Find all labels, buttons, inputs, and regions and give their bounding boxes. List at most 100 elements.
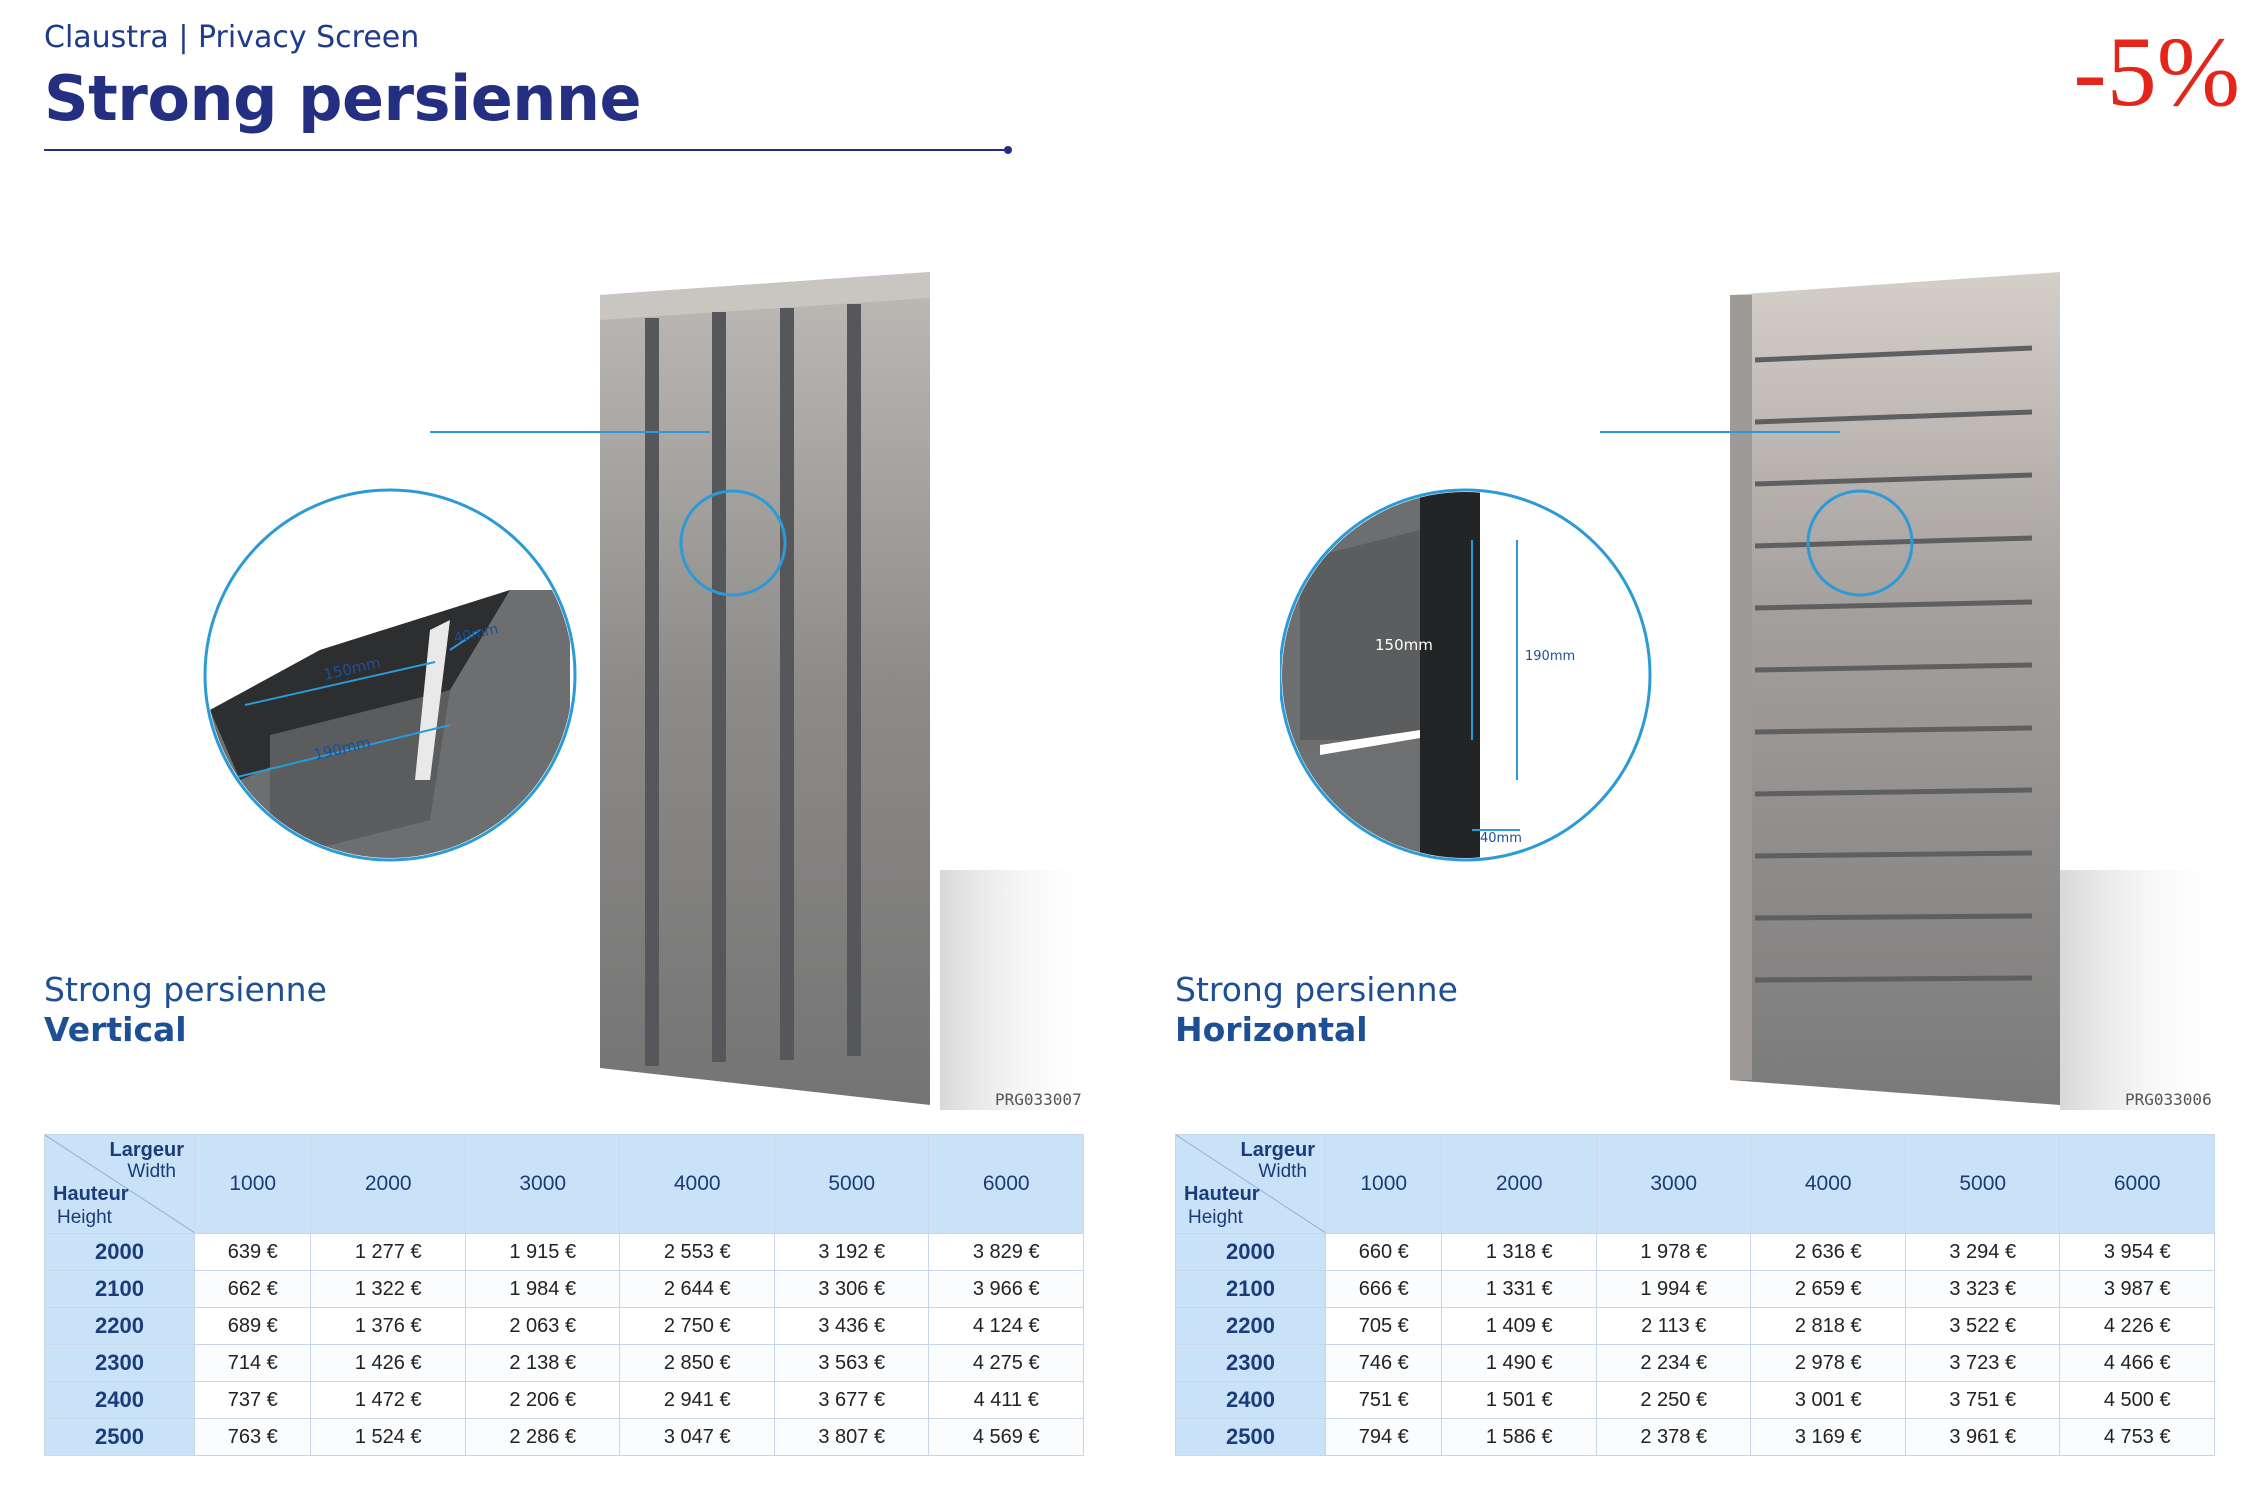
price-cell: 1 331 €: [1441, 1270, 1597, 1308]
row-header-height: 2200: [44, 1307, 195, 1345]
price-cell: 3 677 €: [773, 1381, 930, 1419]
price-cell: 1 984 €: [464, 1270, 621, 1308]
product-ref-code: PRG033007: [995, 1090, 1082, 1109]
price-cell: 737 €: [193, 1381, 312, 1419]
discount-badge: -5%: [2073, 16, 2240, 127]
price-cell: 2 750 €: [619, 1307, 775, 1345]
price-cell: 4 569 €: [928, 1418, 1084, 1456]
price-cell: 2 636 €: [1750, 1233, 1906, 1271]
price-cell: 3 436 €: [773, 1307, 930, 1345]
price-cell: 2 138 €: [464, 1344, 621, 1382]
product-ref-code: PRG033006: [2125, 1090, 2212, 1109]
horizontal-panel-illustration: 150mm 190mm 40mm: [1280, 272, 2230, 1110]
product-name: Strong persienne: [1175, 970, 1458, 1009]
corner-height: Height: [1188, 1207, 1243, 1228]
price-table-horizontal: Largeur Width Hauteur Height 1000 2000 3…: [1175, 1134, 2215, 1456]
price-cell: 3 961 €: [1904, 1418, 2061, 1456]
price-cell: 2 206 €: [464, 1381, 621, 1419]
price-cell: 4 466 €: [2059, 1344, 2215, 1382]
product-name: Strong persienne: [44, 970, 327, 1009]
price-cell: 1 490 €: [1441, 1344, 1597, 1382]
column-header: 4000: [1750, 1134, 1906, 1234]
price-cell: 689 €: [193, 1307, 312, 1345]
column-header: 2000: [1441, 1134, 1597, 1234]
column-header: 3000: [464, 1134, 621, 1234]
price-cell: 1 376 €: [310, 1307, 466, 1345]
price-cell: 1 277 €: [310, 1233, 466, 1271]
price-cell: 2 659 €: [1750, 1270, 1906, 1308]
row-header-height: 2400: [44, 1381, 195, 1419]
price-cell: 1 426 €: [310, 1344, 466, 1382]
price-cell: 3 323 €: [1904, 1270, 2061, 1308]
product-label-vertical: Strong persienne Vertical: [44, 970, 327, 1049]
vertical-slot: [645, 318, 659, 1066]
corner-hauteur: Hauteur: [53, 1183, 129, 1205]
price-cell: 1 915 €: [464, 1233, 621, 1271]
price-cell: 639 €: [193, 1233, 312, 1271]
price-cell: 1 322 €: [310, 1270, 466, 1308]
price-cell: 3 294 €: [1904, 1233, 2061, 1271]
price-cell: 3 807 €: [773, 1418, 930, 1456]
corner-width: Width: [1258, 1161, 1307, 1182]
price-cell: 763 €: [193, 1418, 312, 1456]
dim-label-c: 40mm: [1480, 831, 1522, 846]
price-cell: 2 644 €: [619, 1270, 775, 1308]
row-header-height: 2300: [44, 1344, 195, 1382]
column-header: 5000: [1904, 1134, 2061, 1234]
price-cell: 2 063 €: [464, 1307, 621, 1345]
dim-label-b: 190mm: [1525, 649, 1575, 664]
column-header: 2000: [310, 1134, 466, 1234]
price-cell: 3 829 €: [928, 1233, 1084, 1271]
row-header-height: 2400: [1175, 1381, 1326, 1419]
header-divider: [44, 149, 1009, 151]
price-cell: 2 286 €: [464, 1418, 621, 1456]
vertical-slot: [847, 304, 861, 1056]
page-title: Strong persienne: [44, 62, 642, 135]
column-header: 1000: [193, 1134, 312, 1234]
corner-largeur: Largeur: [1240, 1139, 1315, 1161]
panel-shadow: [940, 870, 1100, 1110]
vertical-slot: [712, 312, 726, 1062]
column-header: 1000: [1324, 1134, 1443, 1234]
corner-width: Width: [127, 1161, 176, 1182]
price-cell: 3 751 €: [1904, 1381, 2061, 1419]
price-cell: 3 563 €: [773, 1344, 930, 1382]
corner-largeur: Largeur: [109, 1139, 184, 1161]
price-cell: 660 €: [1324, 1233, 1443, 1271]
price-cell: 2 553 €: [619, 1233, 775, 1271]
horizontal-slots: [1754, 345, 2033, 983]
price-cell: 1 994 €: [1595, 1270, 1752, 1308]
price-cell: 2 234 €: [1595, 1344, 1752, 1382]
column-header: 4000: [619, 1134, 775, 1234]
vertical-panel-illustration: 150mm 190mm 40mm: [203, 272, 1100, 1110]
header-divider-dot: [1004, 146, 1012, 154]
row-header-height: 2100: [1175, 1270, 1326, 1308]
header-subtitle: Claustra | Privacy Screen: [44, 20, 420, 55]
price-cell: 4 411 €: [928, 1381, 1084, 1419]
price-cell: 3 169 €: [1750, 1418, 1906, 1456]
corner-height: Height: [57, 1207, 112, 1228]
price-cell: 2 250 €: [1595, 1381, 1752, 1419]
price-cell: 3 306 €: [773, 1270, 930, 1308]
price-cell: 3 723 €: [1904, 1344, 2061, 1382]
table-header-row: Largeur Width Hauteur Height 1000 2000 3…: [44, 1134, 1084, 1234]
dim-label-a: 150mm: [1375, 636, 1433, 654]
product-variant: Horizontal: [1175, 1009, 1368, 1049]
price-table-vertical: Largeur Width Hauteur Height 1000 2000 3…: [44, 1134, 1084, 1456]
price-cell: 3 954 €: [2059, 1233, 2215, 1271]
price-cell: 3 966 €: [928, 1270, 1084, 1308]
price-cell: 3 522 €: [1904, 1307, 2061, 1345]
product-label-horizontal: Strong persienne Horizontal: [1175, 970, 1458, 1049]
price-cell: 1 524 €: [310, 1418, 466, 1456]
